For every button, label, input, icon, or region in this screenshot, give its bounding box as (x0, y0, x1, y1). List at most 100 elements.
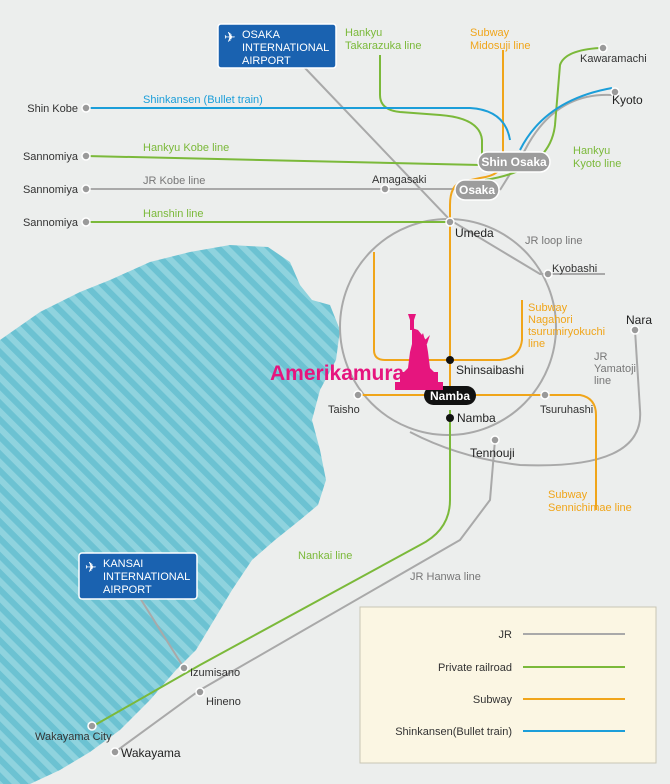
shinkansen-west (86, 107, 511, 141)
label-subway-midosuji-2: Midosuji line (470, 40, 531, 52)
legend-label-shinkansen: Shinkansen(Bullet train) (395, 726, 512, 738)
namba-pill (424, 386, 476, 405)
station-hineno: Hineno (206, 696, 241, 708)
label-hankyu-takarazuka-1: Hankyu (345, 27, 382, 39)
kansai-airport-line-1: KANSAI (103, 558, 143, 570)
shinkansen-east (519, 87, 613, 151)
jr-osaka-airport-line (304, 67, 605, 275)
dot-tennouji (490, 435, 500, 445)
station-umeda: Umeda (455, 226, 494, 240)
osaka-airport-line-2: INTERNATIONAL (242, 42, 329, 54)
kansai-airport-line-3: AIRPORT (103, 584, 152, 596)
station-namba: Namba (457, 411, 496, 425)
label-subway-sennichimae-1: Subway (548, 489, 588, 501)
station-sannomiya-3: Sannomiya (23, 217, 79, 229)
jr-kansai-airport-branch (139, 597, 185, 669)
dot-namba (446, 414, 454, 422)
label-shinkansen: Shinkansen (Bullet train) (143, 94, 263, 106)
dot-amagasaki (380, 184, 390, 194)
label-subway-nagahori-3: tsurumiryokuchi (528, 326, 605, 338)
dot-shin-kobe (81, 103, 91, 113)
station-nara: Nara (626, 313, 652, 327)
dot-wakayama-city (87, 721, 97, 731)
dot-shinsaibashi (446, 356, 454, 364)
kansai-airport-line-2: INTERNATIONAL (103, 571, 190, 583)
plane-icon: ✈ (224, 30, 236, 46)
station-kyobashi: Kyobashi (552, 263, 597, 275)
hankyu-kobe-line (85, 155, 481, 166)
dot-tsuruhashi (540, 390, 550, 400)
legend-label-private: Private railroad (438, 662, 512, 674)
label-subway-nagahori-1: Subway (528, 302, 568, 314)
label-jr-loop: JR loop line (525, 235, 582, 247)
nankai-line (94, 410, 451, 726)
osaka-airport-line-3: AIRPORT (242, 55, 291, 67)
dot-kyoto (610, 87, 620, 97)
label-jr-yamatoji-1: JR (594, 351, 608, 363)
dot-sannomiya-1 (81, 151, 91, 161)
kansai-airport-box (78, 552, 198, 600)
jr-yamatoji-line (409, 329, 642, 467)
kansai-airport-badge: ✈ KANSAI INTERNATIONAL AIRPORT (78, 552, 198, 600)
station-wakayama: Wakayama (121, 746, 181, 760)
label-hankyu-kobe: Hankyu Kobe line (143, 142, 229, 154)
station-taisho: Taisho (328, 404, 360, 416)
label-jr-yamatoji-3: line (594, 375, 611, 387)
dot-sannomiya-3 (81, 217, 91, 227)
station-tsuruhashi: Tsuruhashi (540, 404, 593, 416)
osaka-bay-sea (0, 245, 340, 784)
legend-label-subway: Subway (473, 694, 513, 706)
dot-taisho (353, 390, 363, 400)
osaka-pill-label: Osaka (459, 183, 495, 197)
amerikamura-label: Amerikamura (270, 362, 405, 385)
statue-of-liberty-icon (395, 314, 443, 390)
hankyu-takarazuka-line (379, 55, 483, 165)
station-kawaramachi: Kawaramachi (580, 53, 647, 65)
plane-icon: ✈ (85, 560, 97, 576)
legend-label-jr: JR (499, 629, 513, 641)
label-nankai: Nankai line (298, 550, 352, 562)
osaka-pill (454, 179, 500, 201)
label-jr-kobe: JR Kobe line (143, 175, 205, 187)
label-subway-midosuji-1: Subway (470, 27, 510, 39)
station-dots (81, 43, 640, 757)
label-subway-sennichimae-2: Sennichimae line (548, 502, 632, 514)
label-subway-nagahori-4: line (528, 338, 545, 350)
label-jr-hanwa: JR Hanwa line (410, 571, 481, 583)
label-subway-nagahori-2: Nagahori (528, 314, 573, 326)
subway-sennichimae-line (360, 394, 597, 510)
shin-osaka-pill-label: Shin Osaka (481, 155, 547, 169)
label-jr-yamatoji-2: Yamatoji (594, 363, 636, 375)
dot-wakayama (110, 747, 120, 757)
subway-nagahori-line (373, 252, 523, 361)
label-hankyu-kyoto-2: Kyoto line (573, 158, 621, 170)
dot-umeda (445, 217, 455, 227)
osaka-airport-box (217, 23, 337, 69)
label-hanshin: Hanshin line (143, 208, 204, 220)
station-shin-kobe: Shin Kobe (27, 103, 78, 115)
dot-sannomiya-2 (81, 184, 91, 194)
dot-kawaramachi (598, 43, 608, 53)
station-tennouji: Tennouji (470, 446, 515, 460)
station-shinsaibashi: Shinsaibashi (456, 363, 524, 377)
station-sannomiya-2: Sannomiya (23, 184, 79, 196)
station-kyoto: Kyoto (612, 93, 643, 107)
osaka-airport-line-1: OSAKA (242, 29, 281, 41)
dot-izumisano (179, 663, 189, 673)
station-amagasaki: Amagasaki (372, 174, 426, 186)
shinkansen-line (86, 87, 613, 151)
namba-pill-label: Namba (430, 389, 470, 403)
jr-kyoto-line (499, 93, 613, 191)
station-sannomiya-1: Sannomiya (23, 151, 79, 163)
label-hankyu-takarazuka-2: Takarazuka line (345, 40, 421, 52)
station-izumisano: Izumisano (190, 667, 240, 679)
dot-hineno (195, 687, 205, 697)
station-wakayama-city: Wakayama City (35, 731, 112, 743)
osaka-airport-badge: ✈ OSAKA INTERNATIONAL AIRPORT (217, 23, 337, 69)
jr-hanwa-line (114, 439, 496, 753)
label-hankyu-kyoto-1: Hankyu (573, 145, 610, 157)
legend: JR Private railroad Subway Shinkansen(Bu… (359, 606, 657, 764)
dot-nara (630, 325, 640, 335)
shin-osaka-pill (477, 151, 551, 173)
